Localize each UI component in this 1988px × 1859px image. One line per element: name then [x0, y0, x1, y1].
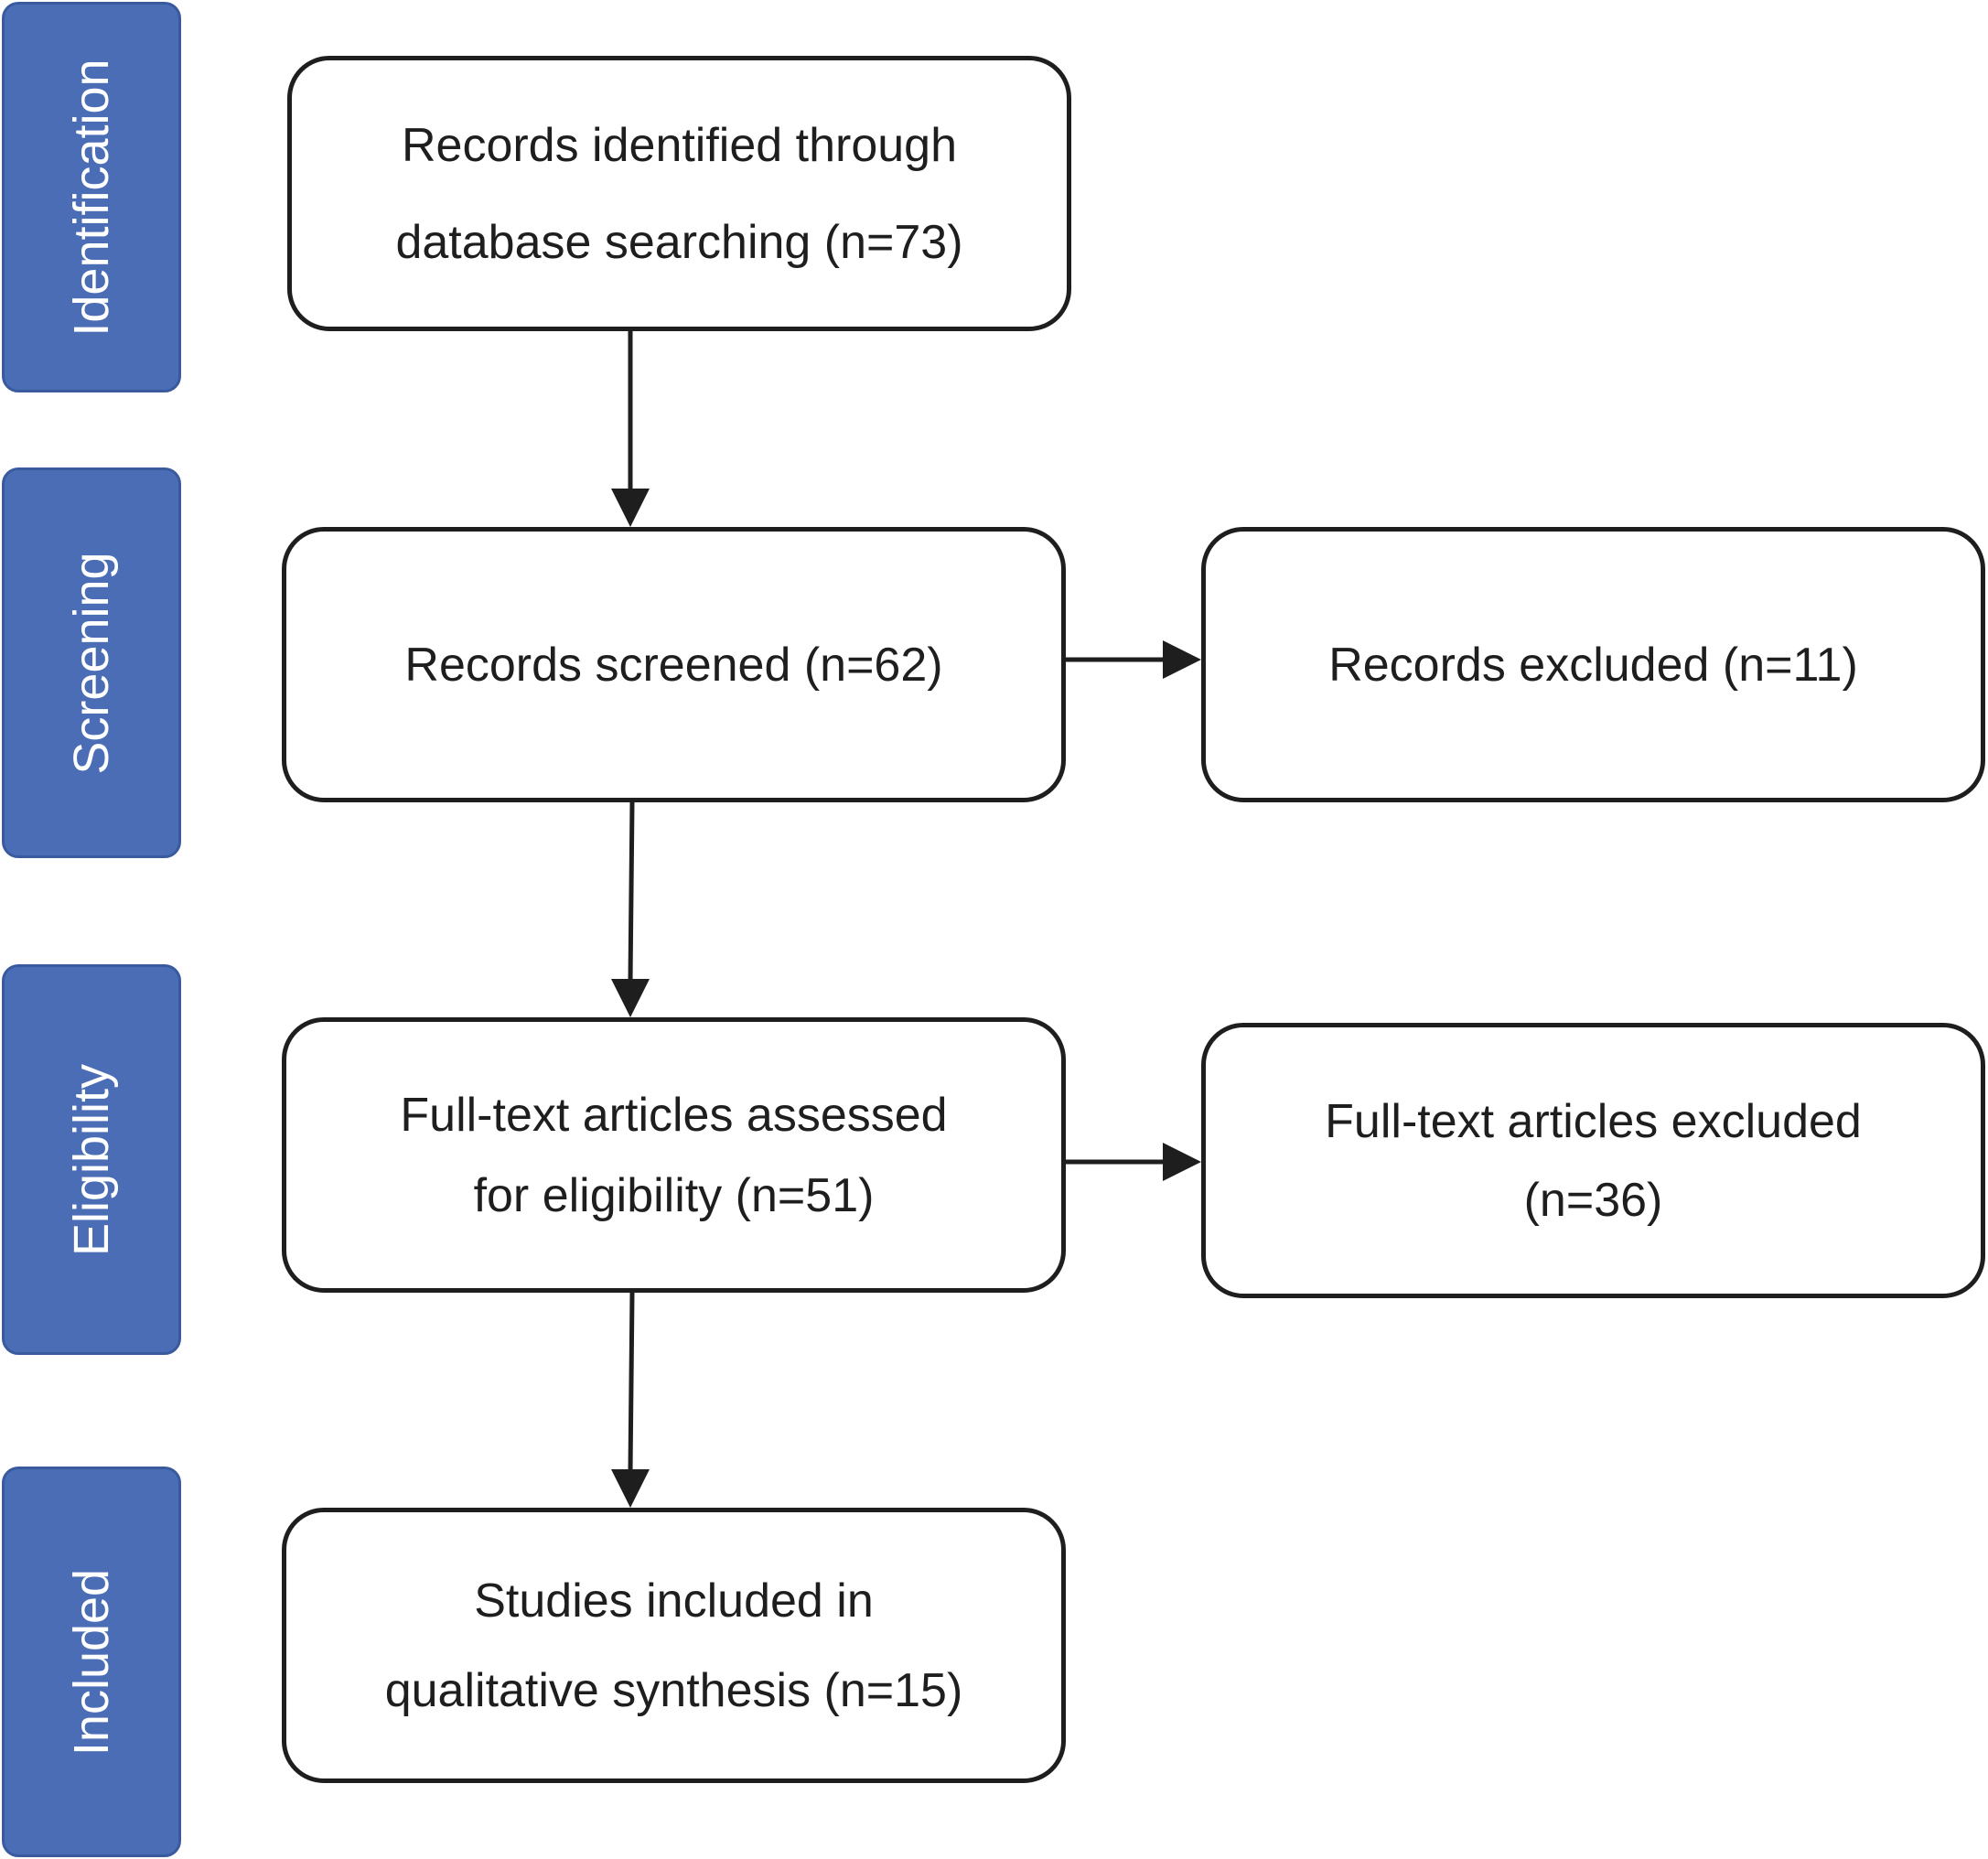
studies-included-line-1: Studies included in	[474, 1574, 874, 1628]
arrowhead-down-icon	[611, 1469, 650, 1508]
stage-eligibility-label: Eligibility	[64, 1063, 119, 1256]
arrow-screened-to-assessed-shaft	[628, 801, 635, 982]
stage-screening: Screening	[2, 467, 181, 858]
studies-included-box: Studies included in qualitative synthesi…	[282, 1508, 1066, 1783]
stage-screening-label: Screening	[64, 551, 119, 775]
fulltext-assessed-line-1: Full-text articles assessed	[400, 1088, 948, 1142]
records-identified-box: Records identified through database sear…	[287, 56, 1071, 331]
fulltext-excluded-box: Full-text articles excluded (n=36)	[1201, 1023, 1985, 1298]
fulltext-excluded-line-2: (n=36)	[1523, 1173, 1663, 1227]
records-screened-line-1: Records screened (n=62)	[404, 638, 943, 692]
records-screened-box: Records screened (n=62)	[282, 527, 1066, 802]
arrowhead-right-icon	[1163, 1143, 1201, 1181]
arrowhead-down-icon	[611, 489, 650, 527]
stage-included: Included	[2, 1467, 181, 1857]
arrowhead-down-icon	[611, 979, 650, 1017]
records-identified-line-1: Records identified through	[401, 118, 958, 172]
fulltext-excluded-line-1: Full-text articles excluded	[1325, 1094, 1862, 1148]
arrowhead-right-icon	[1163, 640, 1201, 679]
records-excluded-box: Records excluded (n=11)	[1201, 527, 1985, 802]
stage-identification: Identification	[2, 2, 181, 392]
fulltext-assessed-box: Full-text articles assessed for eligibil…	[282, 1017, 1066, 1293]
stage-eligibility: Eligibility	[2, 964, 181, 1355]
studies-included-line-2: qualitative synthesis (n=15)	[384, 1663, 963, 1717]
records-excluded-line-1: Records excluded (n=11)	[1328, 638, 1858, 692]
stage-identification-label: Identification	[64, 58, 119, 337]
stage-included-label: Included	[64, 1568, 119, 1756]
records-identified-line-2: database searching (n=73)	[395, 215, 963, 269]
arrow-assessed-to-included-shaft	[628, 1292, 635, 1472]
fulltext-assessed-line-2: for eligibility (n=51)	[473, 1168, 875, 1222]
